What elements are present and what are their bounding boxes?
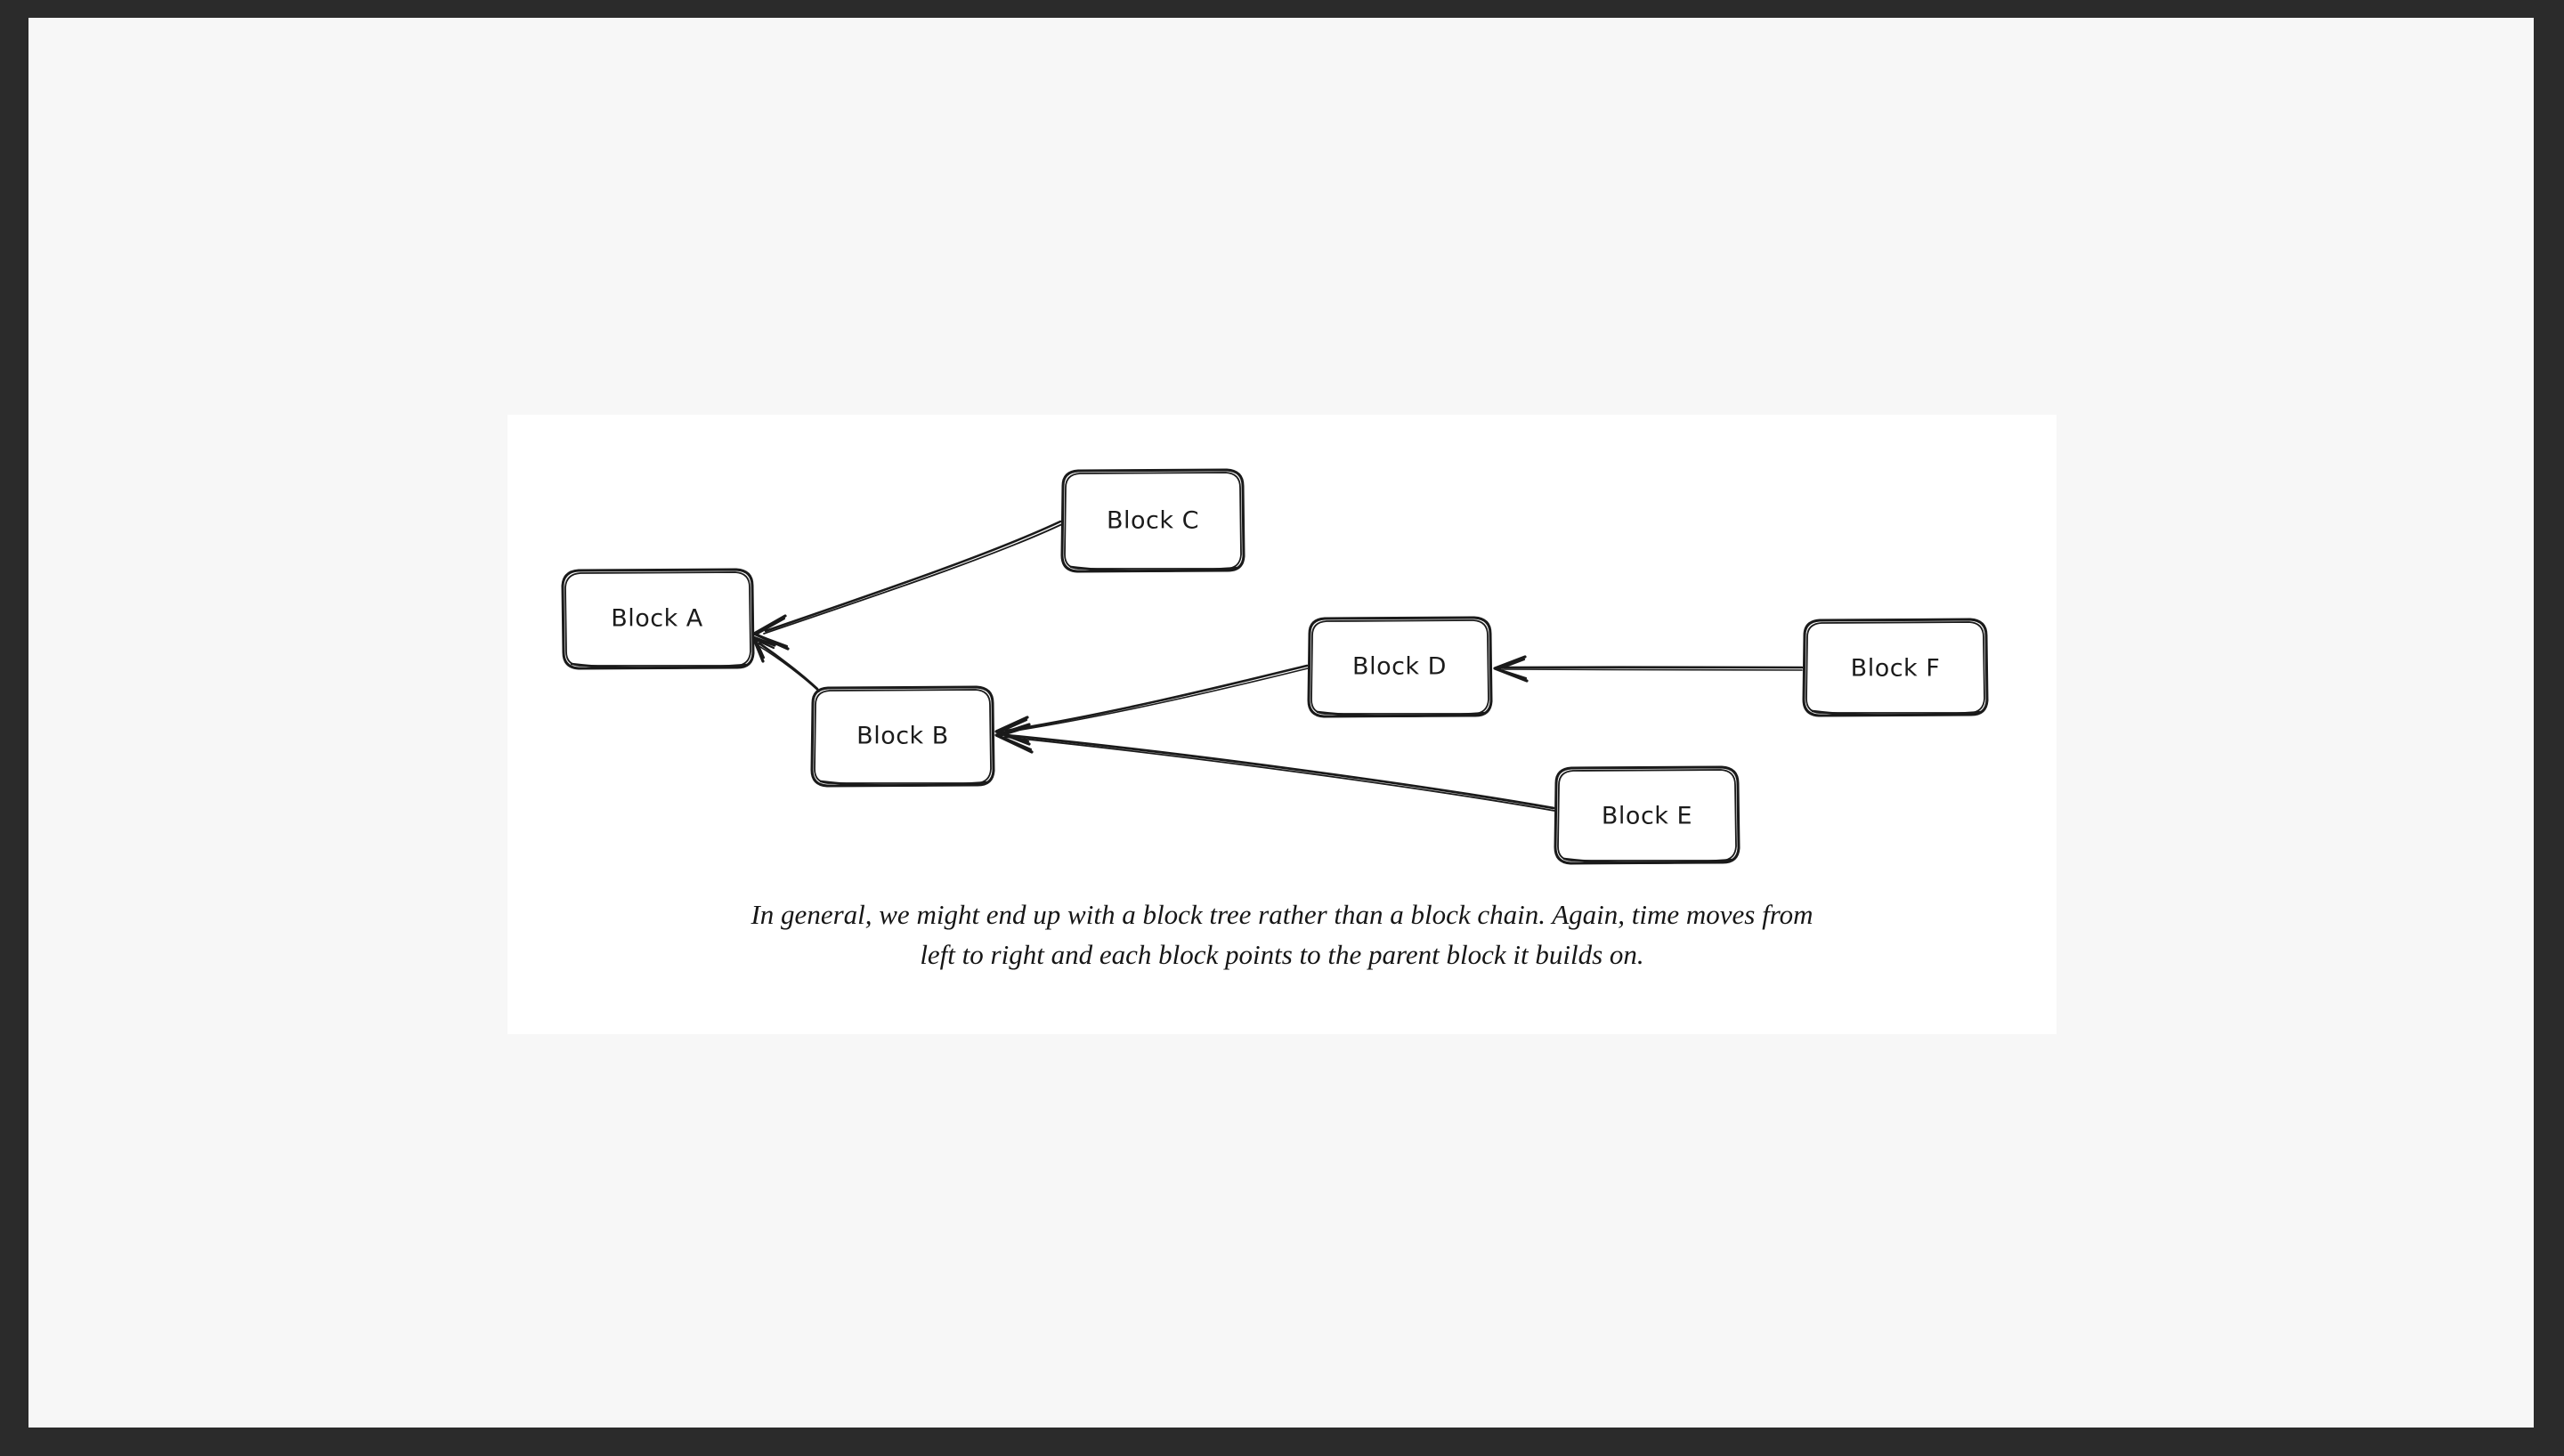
node-block-f[interactable]: Block F: [1802, 618, 1989, 717]
node-label-block-a: Block A: [611, 605, 703, 633]
node-block-e[interactable]: Block E: [1554, 765, 1740, 865]
edge-d-to-b: [994, 664, 1309, 746]
caption-line-2: left to right and each block points to t…: [920, 938, 1644, 970]
node-label-block-c: Block C: [1107, 507, 1199, 535]
figure-card: Block A Block B Block C: [507, 415, 2057, 1034]
node-label-block-f: Block F: [1851, 655, 1941, 683]
node-block-d[interactable]: Block D: [1307, 616, 1493, 718]
document-page: Block A Block B Block C: [28, 18, 2534, 1428]
node-label-block-b: Block B: [856, 723, 949, 750]
node-label-block-d: Block D: [1352, 653, 1447, 681]
figure-caption: In general, we might end up with a block…: [507, 895, 2057, 975]
node-block-c[interactable]: Block C: [1060, 468, 1245, 573]
caption-line-1: In general, we might end up with a block…: [751, 899, 1813, 930]
block-tree-diagram: Block A Block B Block C: [561, 468, 1989, 865]
edge-f-to-d: [1493, 655, 1804, 683]
node-label-block-e: Block E: [1602, 803, 1692, 830]
edge-c-to-a: [752, 520, 1063, 651]
node-block-b[interactable]: Block B: [810, 685, 995, 788]
edge-e-to-b: [994, 723, 1555, 812]
node-block-a[interactable]: Block A: [561, 568, 755, 670]
